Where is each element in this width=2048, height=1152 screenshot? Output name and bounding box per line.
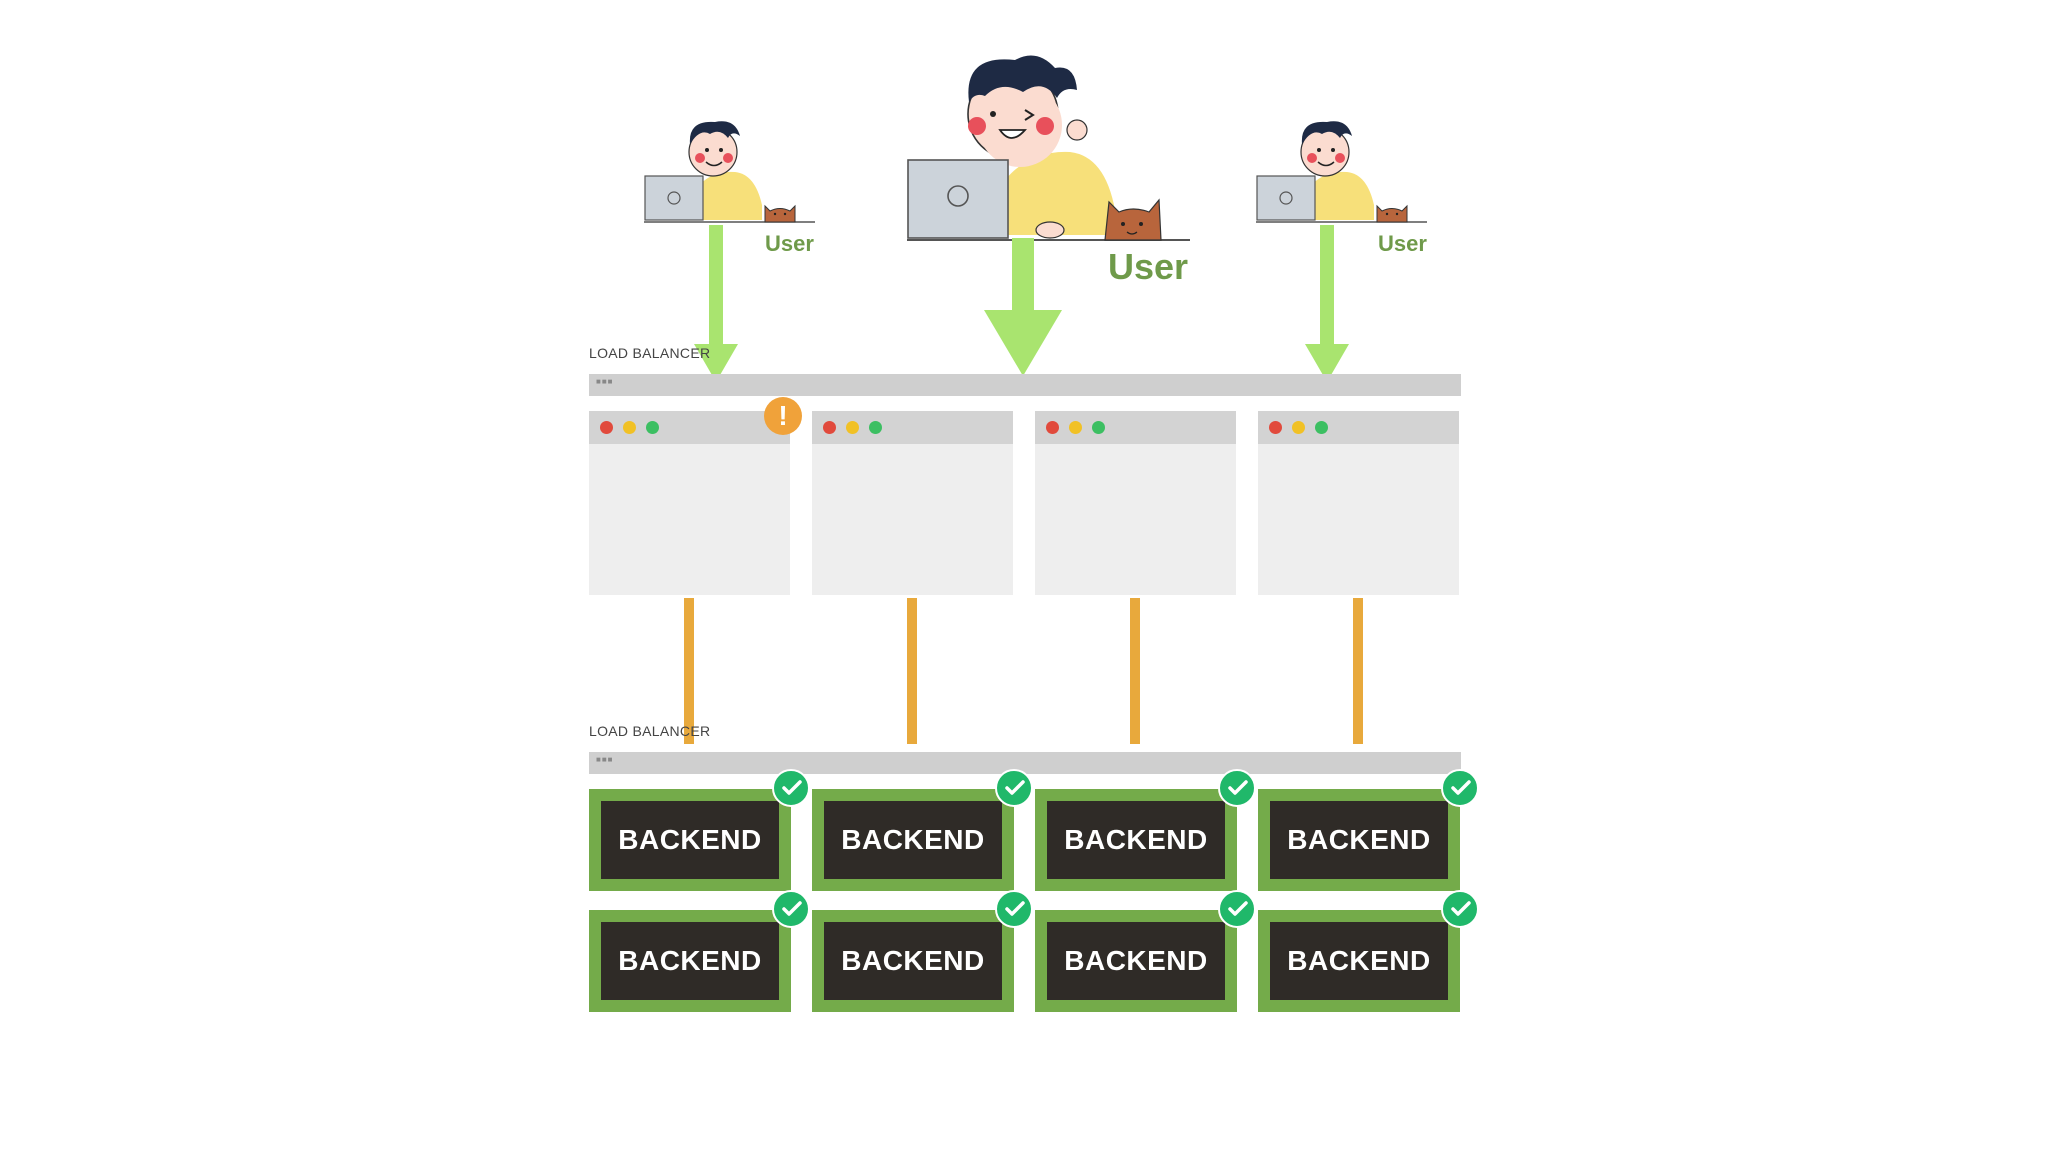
user-avatar-icon [644,121,815,223]
arrow-head [984,310,1062,376]
close-dot-icon [1269,421,1282,434]
window-titlebar [589,411,790,444]
arrow-shaft [1012,238,1034,311]
backend-server: BACKEND [1258,910,1460,1012]
backend-server: BACKEND [1035,789,1237,891]
backend-label: BACKEND [824,801,1002,879]
user-left: User [640,110,840,260]
window-titlebar [812,411,1013,444]
minimize-dot-icon [846,421,859,434]
check-icon [772,769,810,807]
close-dot-icon [823,421,836,434]
check-icon [995,769,1033,807]
backend-label: BACKEND [824,922,1002,1000]
check-icon [772,890,810,928]
backend-label: BACKEND [1047,801,1225,879]
frontend-window [1035,411,1236,595]
maximize-dot-icon [869,421,882,434]
window-dots-icon: ■■■ [596,755,614,764]
check-icon [995,890,1033,928]
minimize-dot-icon [1292,421,1305,434]
backend-label: BACKEND [1270,922,1448,1000]
frontend-window [1258,411,1459,595]
arrow-shaft [709,225,723,345]
window-dots-icon: ■■■ [596,377,614,386]
warning-icon: ! [764,397,802,435]
window-titlebar [1258,411,1459,444]
backend-label: BACKEND [601,922,779,1000]
backend-label: BACKEND [1270,801,1448,879]
backend-server: BACKEND [812,789,1014,891]
load-balancer-label: LOAD BALANCER [589,723,711,739]
user-label: User [1108,246,1189,287]
user-avatar-icon [907,55,1190,241]
check-icon [1441,890,1479,928]
close-dot-icon [600,421,613,434]
frontend-window [812,411,1013,595]
backend-label: BACKEND [601,801,779,879]
load-balancer-bar: ■■■ [589,374,1461,396]
minimize-dot-icon [1069,421,1082,434]
check-icon [1218,769,1256,807]
backend-server: BACKEND [589,789,791,891]
frontend-window [589,411,790,595]
backend-server: BACKEND [589,910,791,1012]
check-icon [1218,890,1256,928]
minimize-dot-icon [623,421,636,434]
user-center: User [905,50,1205,295]
maximize-dot-icon [1315,421,1328,434]
maximize-dot-icon [1092,421,1105,434]
user-label: User [765,231,814,256]
load-balancer-label: LOAD BALANCER [589,345,711,361]
close-dot-icon [1046,421,1059,434]
user-avatar-icon [1256,121,1427,223]
backend-server: BACKEND [1258,789,1460,891]
window-titlebar [1035,411,1236,444]
connector-line [1353,598,1363,744]
user-right: User [1252,110,1452,260]
backend-label: BACKEND [1047,922,1225,1000]
connector-line [684,598,694,744]
check-icon [1441,769,1479,807]
user-label: User [1378,231,1427,256]
connector-line [1130,598,1140,744]
maximize-dot-icon [646,421,659,434]
backend-server: BACKEND [1035,910,1237,1012]
arrow-shaft [1320,225,1334,345]
connector-line [907,598,917,744]
backend-server: BACKEND [812,910,1014,1012]
load-balancer-bar: ■■■ [589,752,1461,774]
